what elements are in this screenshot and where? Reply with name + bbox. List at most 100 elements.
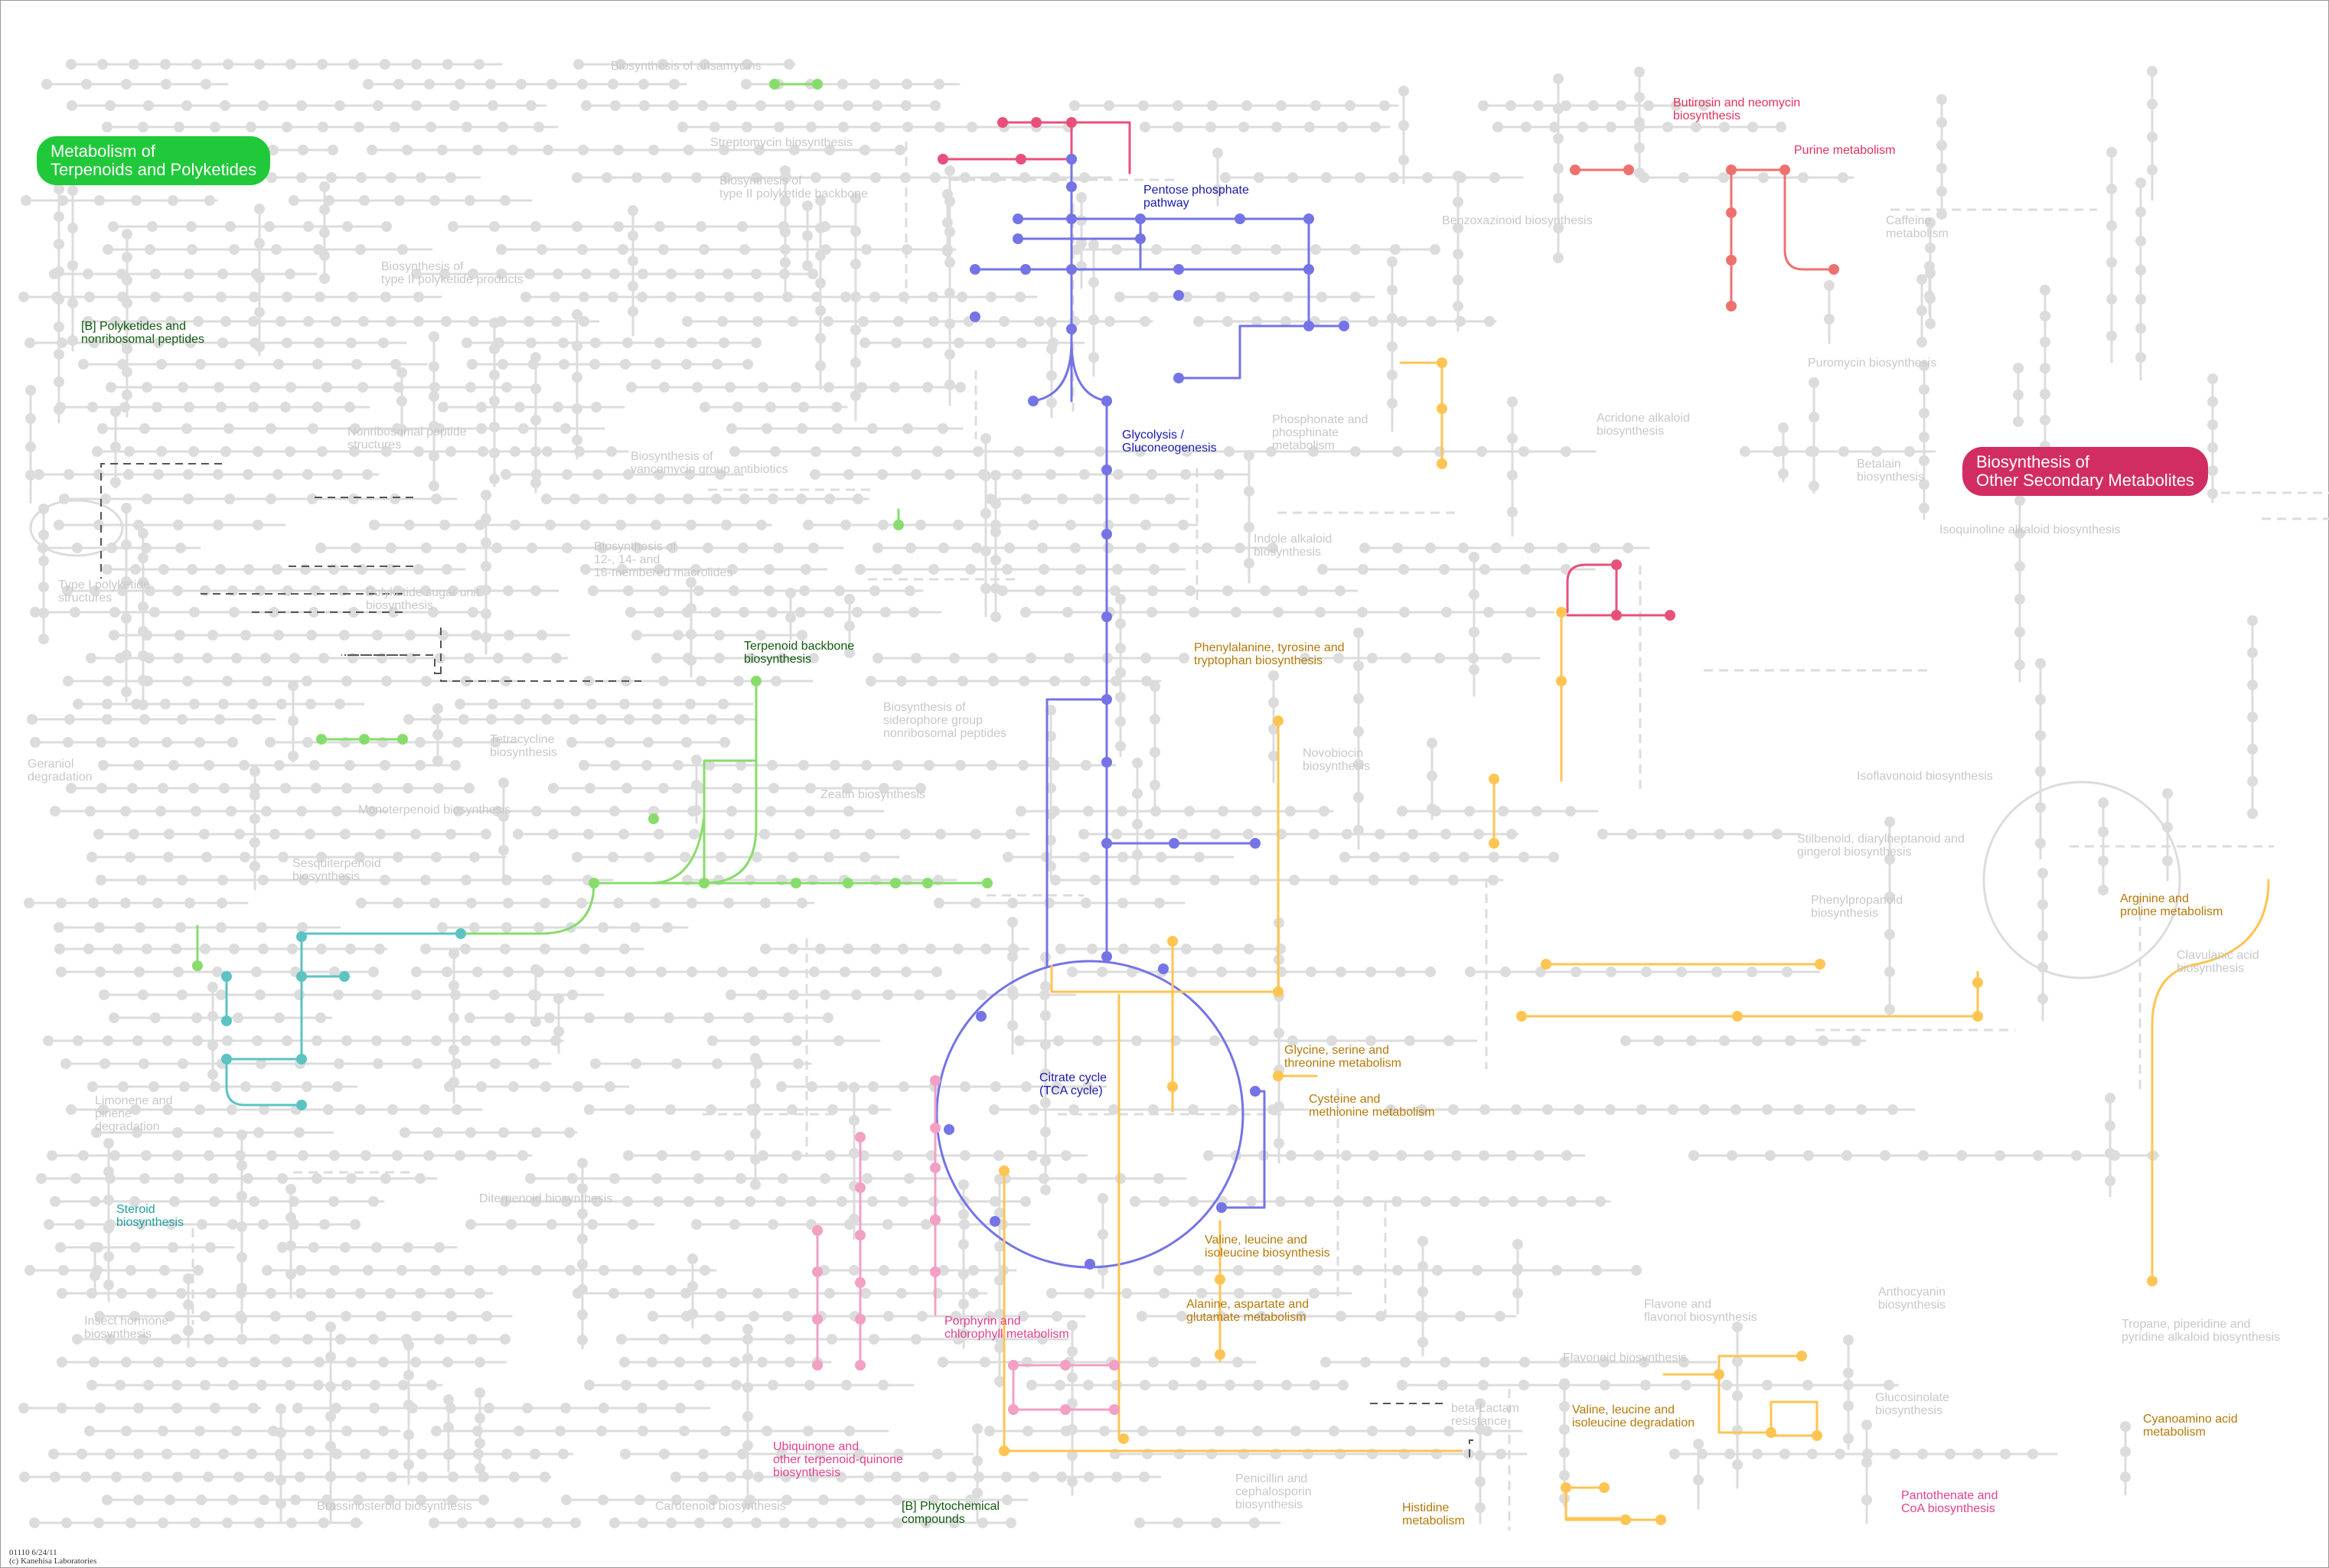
compound-node[interactable] bbox=[540, 944, 550, 954]
compound-node[interactable] bbox=[296, 172, 307, 183]
compound-node[interactable] bbox=[380, 875, 390, 885]
compound-node[interactable] bbox=[615, 59, 626, 70]
label-stilbenoid[interactable]: Stilbenoid, diarylheptanoid and gingerol… bbox=[1797, 833, 1965, 859]
compound-node[interactable] bbox=[500, 1334, 510, 1345]
compound-node[interactable] bbox=[657, 59, 668, 70]
compound-node[interactable] bbox=[246, 122, 256, 132]
compound-node[interactable] bbox=[666, 1265, 677, 1276]
compound-node[interactable] bbox=[1904, 446, 1915, 457]
compound-node[interactable] bbox=[158, 1426, 168, 1436]
pentose-phosphate-highlight-node[interactable] bbox=[1135, 214, 1146, 224]
compound-node[interactable] bbox=[720, 1426, 731, 1436]
compound-node[interactable] bbox=[276, 1451, 286, 1462]
compound-node[interactable] bbox=[1884, 929, 1895, 940]
compound-node[interactable] bbox=[396, 396, 407, 406]
pentose-phosphate-highlight-node[interactable] bbox=[1339, 321, 1349, 331]
compound-node[interactable] bbox=[133, 760, 144, 771]
compound-node[interactable] bbox=[1108, 1104, 1119, 1115]
compound-node[interactable] bbox=[1425, 543, 1436, 553]
terpenoid-backbone-highlight-node[interactable] bbox=[843, 878, 853, 888]
compound-node[interactable] bbox=[387, 1472, 397, 1482]
compound-node[interactable] bbox=[252, 1035, 263, 1046]
compound-node[interactable] bbox=[1028, 520, 1039, 530]
compound-node[interactable] bbox=[856, 382, 867, 393]
compound-node[interactable] bbox=[651, 520, 661, 530]
compound-node[interactable] bbox=[489, 422, 500, 432]
compound-node[interactable] bbox=[530, 990, 541, 1001]
compound-node[interactable] bbox=[1945, 1449, 1956, 1459]
compound-node[interactable] bbox=[357, 382, 368, 393]
compound-node[interactable] bbox=[530, 1196, 541, 1207]
compound-node[interactable] bbox=[249, 1196, 259, 1207]
compound-node[interactable] bbox=[276, 1475, 286, 1485]
compound-node[interactable] bbox=[1137, 1426, 1148, 1436]
compound-node[interactable] bbox=[403, 714, 414, 725]
compound-node[interactable] bbox=[651, 653, 662, 663]
compound-node[interactable] bbox=[630, 922, 641, 933]
compound-node[interactable] bbox=[750, 1053, 761, 1064]
compound-node[interactable] bbox=[1606, 122, 1616, 132]
compound-node[interactable] bbox=[797, 898, 807, 908]
compound-node[interactable] bbox=[2135, 323, 2146, 334]
compound-node[interactable] bbox=[216, 989, 227, 1000]
compound-node[interactable] bbox=[1841, 1150, 1852, 1161]
compound-node[interactable] bbox=[599, 1265, 609, 1276]
compound-node[interactable] bbox=[109, 630, 119, 641]
pentose-phosphate-highlight-node[interactable] bbox=[1173, 290, 1184, 301]
compound-node[interactable] bbox=[429, 481, 439, 491]
compound-node[interactable] bbox=[654, 494, 665, 504]
compound-node[interactable] bbox=[690, 1150, 701, 1161]
compound-node[interactable] bbox=[225, 221, 236, 232]
compound-node[interactable] bbox=[248, 1403, 259, 1413]
compound-node[interactable] bbox=[1397, 806, 1408, 817]
compound-node[interactable] bbox=[1779, 1449, 1790, 1459]
compound-node[interactable] bbox=[138, 650, 148, 661]
compound-node[interactable] bbox=[234, 359, 245, 370]
compound-node[interactable] bbox=[287, 944, 298, 954]
compound-node[interactable] bbox=[1069, 100, 1080, 111]
compound-node[interactable] bbox=[959, 1219, 970, 1230]
compound-node[interactable] bbox=[540, 1472, 550, 1482]
compound-node[interactable] bbox=[550, 292, 560, 302]
compound-node[interactable] bbox=[264, 221, 275, 232]
compound-node[interactable] bbox=[443, 1422, 454, 1433]
compound-node[interactable] bbox=[1434, 653, 1445, 663]
compound-node[interactable] bbox=[1329, 875, 1339, 885]
compound-node[interactable] bbox=[1676, 967, 1687, 977]
compound-node[interactable] bbox=[892, 1495, 902, 1505]
compound-node[interactable] bbox=[1045, 469, 1056, 480]
compound-node[interactable] bbox=[658, 676, 669, 686]
compound-node[interactable] bbox=[1512, 1239, 1523, 1250]
compound-node[interactable] bbox=[172, 1150, 183, 1161]
compound-node[interactable] bbox=[429, 331, 439, 342]
compound-node[interactable] bbox=[694, 269, 705, 279]
compound-node[interactable] bbox=[190, 1517, 201, 1528]
compound-node[interactable] bbox=[1476, 446, 1487, 457]
compound-node[interactable] bbox=[849, 1115, 860, 1126]
compound-node[interactable] bbox=[54, 321, 64, 332]
compound-node[interactable] bbox=[1268, 670, 1279, 681]
compound-node[interactable] bbox=[922, 382, 933, 393]
terpenoids-category-banner[interactable]: Metabolism of Terpenoids and Polyketides bbox=[37, 136, 271, 185]
glycolysis-highlight-node[interactable] bbox=[1101, 465, 1112, 475]
compound-node[interactable] bbox=[750, 1129, 761, 1139]
compound-node[interactable] bbox=[129, 737, 139, 748]
glycolysis-highlight-node[interactable] bbox=[1250, 838, 1261, 849]
compound-node[interactable] bbox=[138, 528, 148, 539]
compound-node[interactable] bbox=[121, 1357, 132, 1368]
compound-node[interactable] bbox=[1228, 1104, 1238, 1115]
compound-node[interactable] bbox=[1246, 967, 1257, 977]
compound-node[interactable] bbox=[687, 898, 697, 908]
compound-node[interactable] bbox=[207, 1011, 218, 1022]
compound-node[interactable] bbox=[1067, 967, 1078, 977]
compound-node[interactable] bbox=[1275, 944, 1286, 954]
compound-node[interactable] bbox=[732, 402, 743, 412]
compound-node[interactable] bbox=[798, 402, 809, 412]
compound-node[interactable] bbox=[1182, 292, 1192, 302]
compound-node[interactable] bbox=[1189, 607, 1199, 618]
compound-node[interactable] bbox=[785, 612, 796, 623]
porphyrin-highlight-node[interactable] bbox=[812, 1360, 823, 1371]
compound-node[interactable] bbox=[339, 630, 350, 641]
compound-node[interactable] bbox=[213, 1127, 223, 1138]
compound-node[interactable] bbox=[392, 1150, 403, 1161]
